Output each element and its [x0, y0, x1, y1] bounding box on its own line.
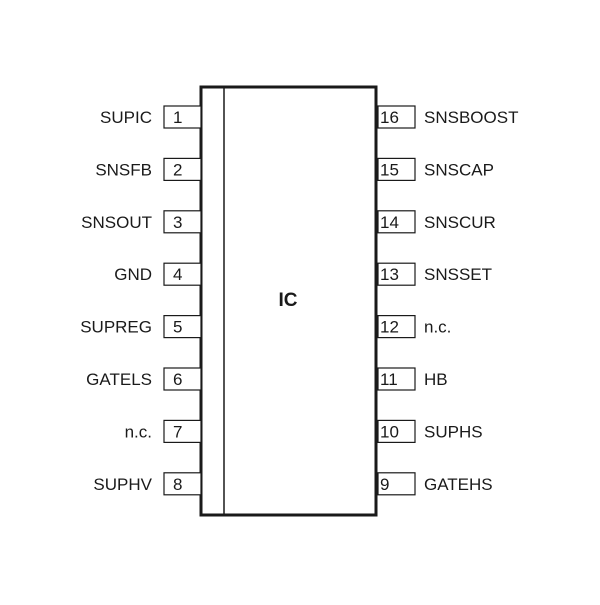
- pin-name: HB: [424, 370, 448, 389]
- pin-number: 16: [380, 108, 399, 127]
- pin-name: SUPHS: [424, 422, 483, 441]
- pin-8: 8 SUPHV: [93, 472, 202, 496]
- pin-12: 12 n.c.: [377, 315, 451, 339]
- pin-name: SUPREG: [80, 318, 152, 337]
- pin-name: SNSBOOST: [424, 108, 518, 127]
- pin-box: [377, 210, 416, 234]
- pin-number: 12: [380, 318, 399, 337]
- pin-box: [163, 419, 202, 443]
- pin-9: 9 GATEHS: [377, 472, 493, 496]
- pin-number: 8: [173, 475, 182, 494]
- ic-label: IC: [279, 290, 298, 311]
- pin-number: 6: [173, 370, 182, 389]
- pin-box: [163, 157, 202, 181]
- pin-name: n.c.: [125, 422, 152, 441]
- pin-number: 1: [173, 108, 182, 127]
- pin-13: 13 SNSSET: [377, 262, 492, 286]
- ic-body: [199, 85, 378, 517]
- pin-4: 4 GND: [114, 262, 202, 286]
- pin-number: 4: [173, 265, 182, 284]
- pin-box: [377, 105, 416, 129]
- pin-number: 2: [173, 160, 182, 179]
- pin-box: [377, 419, 416, 443]
- pin-14: 14 SNSCUR: [377, 210, 496, 234]
- pin-name: SNSCUR: [424, 213, 496, 232]
- pins-group: 1 SUPIC 2 SNSFB 3 SNSOUT 4 GND 5 SUPREG 6 GATELS 7 n.…: [80, 105, 518, 496]
- pin-name: SNSFB: [95, 160, 152, 179]
- pin-name: SNSSET: [424, 265, 492, 284]
- pin-name: n.c.: [424, 318, 451, 337]
- pin-number: 3: [173, 213, 182, 232]
- pin-number: 10: [380, 422, 399, 441]
- pin-name: SNSCAP: [424, 160, 494, 179]
- pin-name: GATELS: [86, 370, 152, 389]
- pin-number: 15: [380, 160, 399, 179]
- pin-16: 16 SNSBOOST: [377, 105, 518, 129]
- pin-box: [163, 262, 202, 286]
- pin-6: 6 GATELS: [86, 367, 202, 391]
- pin-name: GATEHS: [424, 475, 493, 494]
- pin-name: SUPIC: [100, 108, 152, 127]
- pin-box: [163, 210, 202, 234]
- pin-number: 5: [173, 318, 182, 337]
- pin-number: 11: [380, 370, 398, 389]
- pin-box: [377, 367, 416, 391]
- pin-box: [163, 367, 202, 391]
- pin-3: 3 SNSOUT: [81, 210, 202, 234]
- pin-number: 13: [380, 265, 399, 284]
- pin-15: 15 SNSCAP: [377, 157, 494, 181]
- pin-11: 11 HB: [377, 367, 448, 391]
- pin-box: [377, 262, 416, 286]
- pin-name: GND: [114, 265, 152, 284]
- pin-number: 9: [380, 475, 389, 494]
- pin-name: SUPHV: [93, 475, 152, 494]
- pin-box: [163, 315, 202, 339]
- pin-10: 10 SUPHS: [377, 419, 483, 443]
- pin-2: 2 SNSFB: [95, 157, 202, 181]
- pin-box: [163, 472, 202, 496]
- pin-7: 7 n.c.: [125, 419, 202, 443]
- pin-1: 1 SUPIC: [100, 105, 202, 129]
- pin-box: [377, 315, 416, 339]
- pin-box: [377, 472, 416, 496]
- pin-5: 5 SUPREG: [80, 315, 202, 339]
- pin-number: 7: [173, 422, 182, 441]
- pin-number: 14: [380, 213, 399, 232]
- pin-name: SNSOUT: [81, 213, 152, 232]
- pin-box: [163, 105, 202, 129]
- pin-box: [377, 157, 416, 181]
